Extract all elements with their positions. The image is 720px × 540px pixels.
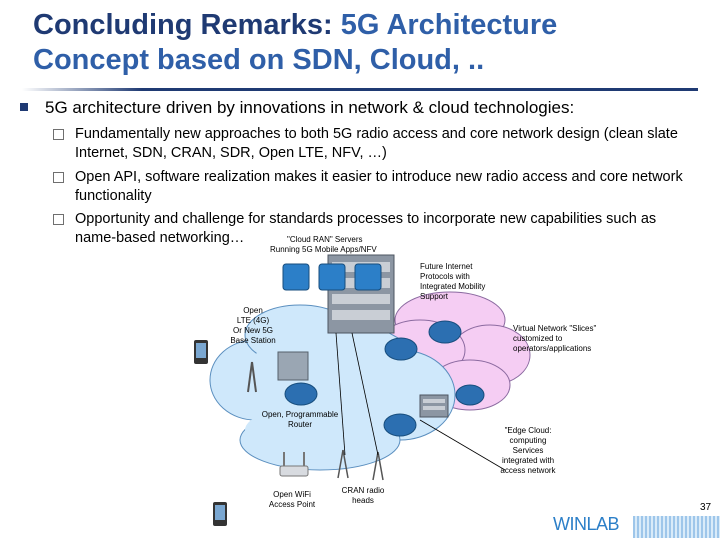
router-icon xyxy=(284,320,485,437)
square-bullet-icon xyxy=(20,103,28,111)
winlab-logo: WINLAB xyxy=(553,514,620,534)
app-tile-icon xyxy=(282,263,382,291)
checkbox-bullet-icon xyxy=(53,129,64,140)
label-line: access network xyxy=(500,466,556,475)
cran-label: CRAN radio heads xyxy=(336,486,390,506)
label-line: Router xyxy=(287,420,312,429)
label-line: Running 5G Mobile Apps/NFV xyxy=(270,245,377,254)
title-underline xyxy=(22,88,698,91)
title-underline-fade xyxy=(22,88,142,91)
virtual-network-label: Virtual Network "Slices" customized to o… xyxy=(513,324,596,354)
base-station-icon xyxy=(247,351,309,393)
label-line: operators/applications xyxy=(513,344,592,353)
wifi-access-point-icon xyxy=(279,452,309,477)
label-line: customized to xyxy=(513,334,563,343)
title-bold: Concluding Remarks: xyxy=(33,9,333,41)
cloud-servers-label: "Cloud RAN" Servers Running 5G Mobile Ap… xyxy=(270,235,377,255)
logo-stripe-bar xyxy=(633,516,720,538)
sub-bullet-text: Opportunity and challenge for standards … xyxy=(75,211,657,246)
label-line: CRAN radio xyxy=(341,486,385,495)
label-line: Future Internet xyxy=(420,262,473,271)
edge-server-icon xyxy=(419,394,449,418)
title-rest: 5G Architecture xyxy=(332,9,558,41)
label-line: heads xyxy=(352,496,374,505)
label-line: "Cloud RAN" Servers xyxy=(287,235,363,244)
phone-icon xyxy=(194,340,227,526)
label-line: Integrated Mobility xyxy=(420,282,486,291)
label-line: Support xyxy=(420,292,449,301)
label-line: Services xyxy=(512,446,544,455)
checkbox-bullet-icon xyxy=(53,172,64,183)
label-line: integrated with xyxy=(501,456,555,465)
main-bullet-text: 5G architecture driven by innovations in… xyxy=(45,98,575,117)
label-line: Open, Programmable xyxy=(261,410,339,419)
label-line: Open WiFi xyxy=(273,490,311,499)
sub-bullet-text: Open API, software realization makes it … xyxy=(75,169,683,204)
label-line: LTE (4G) xyxy=(236,316,270,325)
label-line: Protocols with xyxy=(420,272,470,281)
open-lte-label: Open LTE (4G) Or New 5G Base Station xyxy=(228,306,278,346)
sub-bullet-text: Fundamentally new approaches to both 5G … xyxy=(75,126,678,161)
label-line: "Edge Cloud: xyxy=(504,426,552,435)
label-line: Or New 5G xyxy=(232,326,273,335)
router-label: Open, Programmable Router xyxy=(258,410,342,430)
label-line: computing xyxy=(509,436,547,445)
page-number: 37 xyxy=(700,502,712,513)
edge-cloud-label: "Edge Cloud: computing Services integrat… xyxy=(496,426,560,476)
future-internet-label: Future Internet Protocols with Integrate… xyxy=(420,262,485,302)
link-lines xyxy=(335,332,506,471)
checkbox-bullet-icon xyxy=(53,214,64,225)
title-line2: Concept based on SDN, Cloud, .. xyxy=(33,44,485,76)
label-line: Virtual Network "Slices" xyxy=(513,324,597,333)
label-line: Access Point xyxy=(268,500,316,509)
cran-tower-icon xyxy=(337,449,384,481)
label-line: Open xyxy=(243,306,263,315)
wifi-label: Open WiFi Access Point xyxy=(262,490,322,510)
label-line: Base Station xyxy=(230,336,276,345)
slide-title: Concluding Remarks: 5G Architecture Conc… xyxy=(33,8,693,78)
